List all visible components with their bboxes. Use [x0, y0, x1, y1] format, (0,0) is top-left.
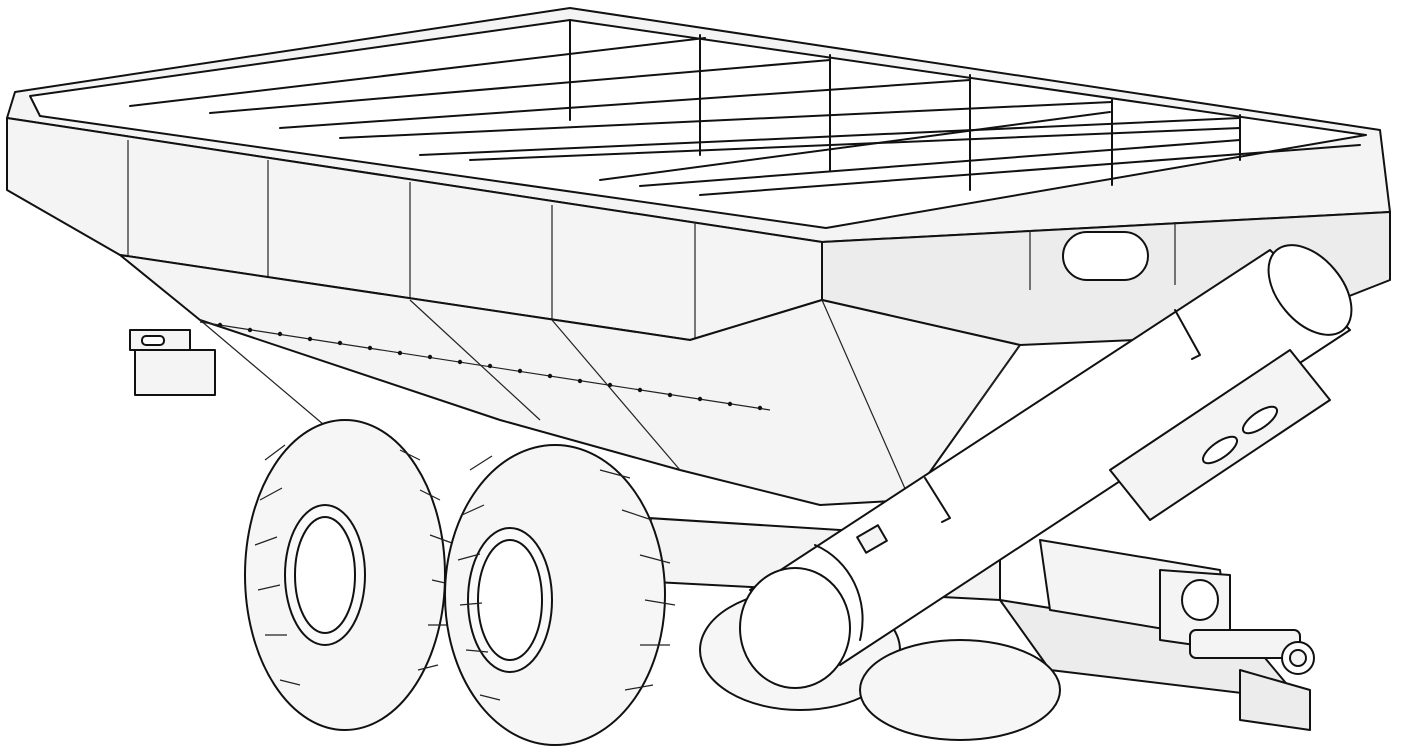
- unloading-auger: [739, 244, 1353, 689]
- front-tire-right: [444, 444, 676, 746]
- hopper-body: [6, 7, 1391, 506]
- sight-window: [1062, 231, 1149, 281]
- hitch-tongue: [1159, 569, 1315, 731]
- extension-ribs: [129, 19, 1361, 196]
- left-bracket: [129, 329, 216, 396]
- rivet-row: [199, 321, 771, 411]
- front-tire-left: [244, 419, 455, 731]
